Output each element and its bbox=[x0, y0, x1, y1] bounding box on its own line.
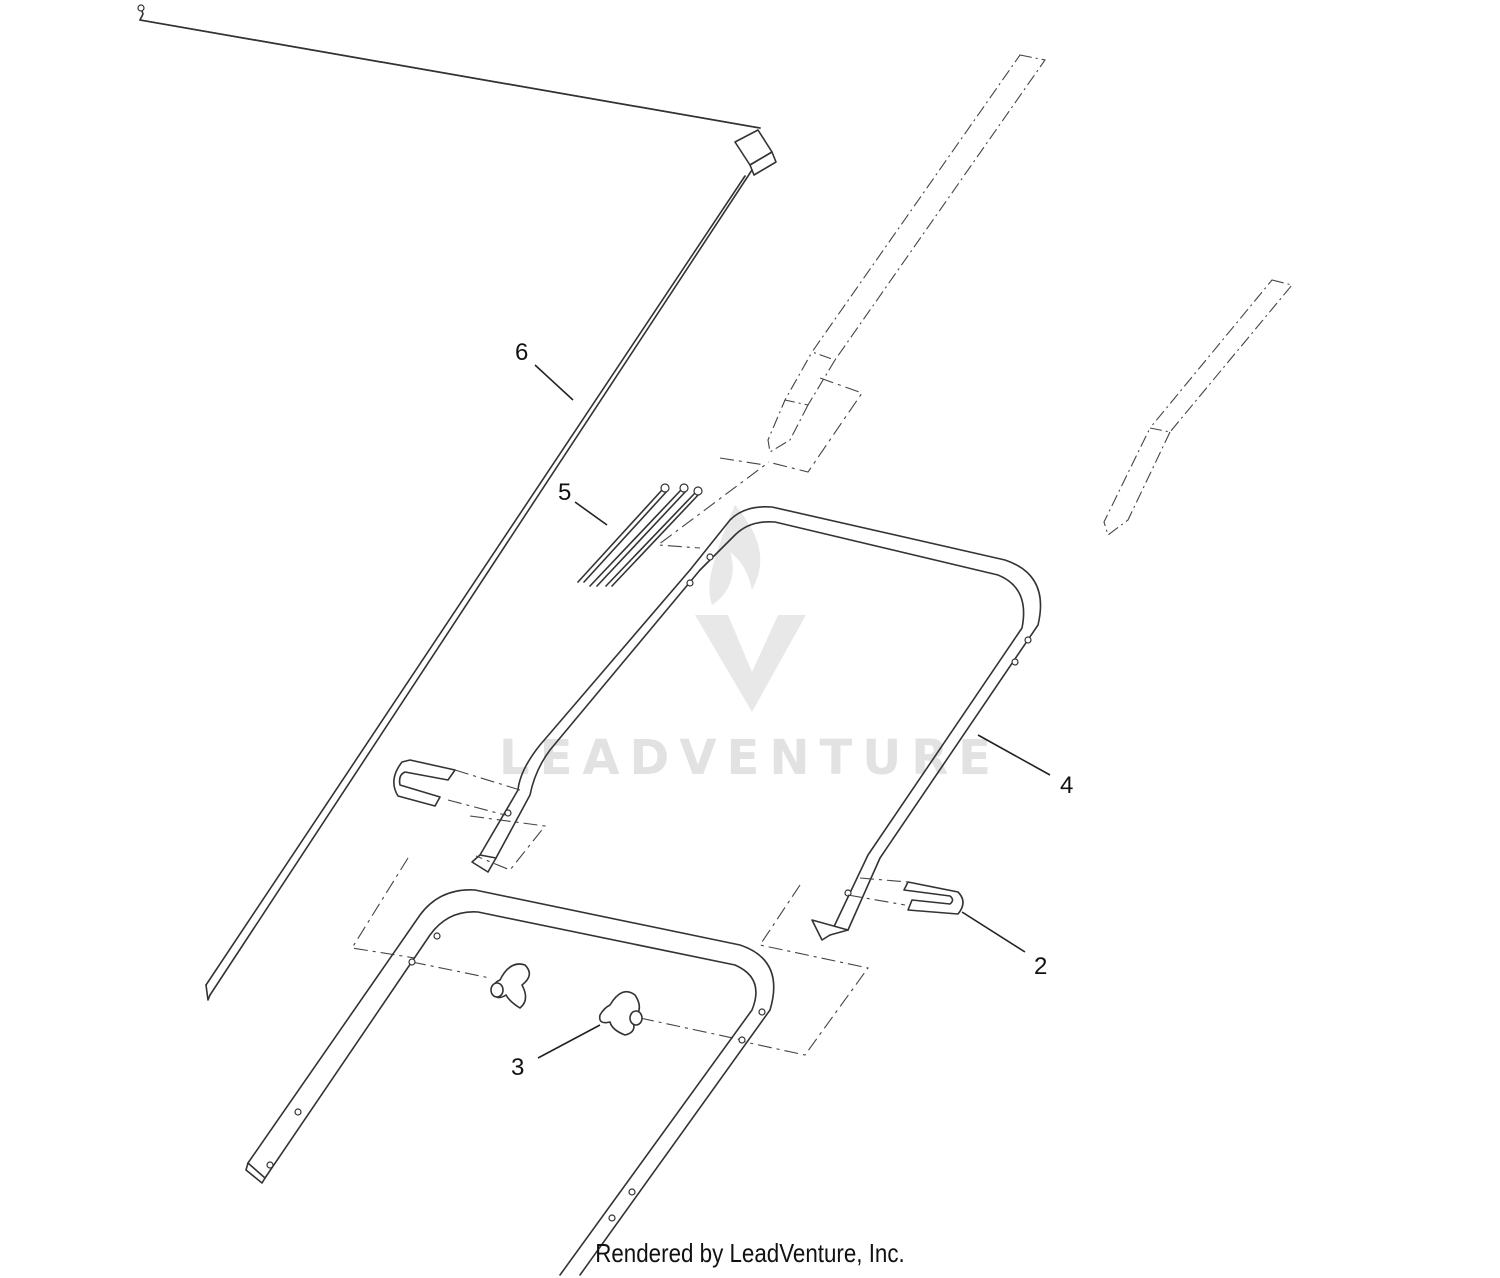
watermark-v-logo-icon bbox=[695, 615, 806, 712]
leader-lines bbox=[534, 364, 1051, 1059]
ghost-upper-handle-right bbox=[1103, 279, 1293, 536]
part-3-knobs bbox=[490, 963, 643, 1036]
ghost-upper-handle-left bbox=[656, 54, 1046, 549]
watermark: LEADVENTURE bbox=[499, 505, 1001, 786]
callout-3: 3 bbox=[511, 1054, 524, 1081]
part-5-cable-ties bbox=[577, 483, 703, 587]
callout-6: 6 bbox=[515, 339, 528, 366]
part-4-middle-handle bbox=[469, 505, 1042, 941]
callout-5: 5 bbox=[558, 479, 571, 506]
part-6-cable bbox=[137, 4, 777, 1001]
callout-4: 4 bbox=[1060, 772, 1073, 799]
lower-handle bbox=[245, 889, 775, 1276]
assembly-guides bbox=[351, 857, 869, 1056]
callout-2: 2 bbox=[1034, 953, 1047, 980]
part-2-brackets bbox=[393, 759, 964, 915]
footer-credit: Rendered by LeadVenture, Inc. bbox=[595, 1238, 905, 1268]
watermark-flame-icon bbox=[709, 505, 761, 605]
watermark-text: LEADVENTURE bbox=[499, 730, 1001, 786]
